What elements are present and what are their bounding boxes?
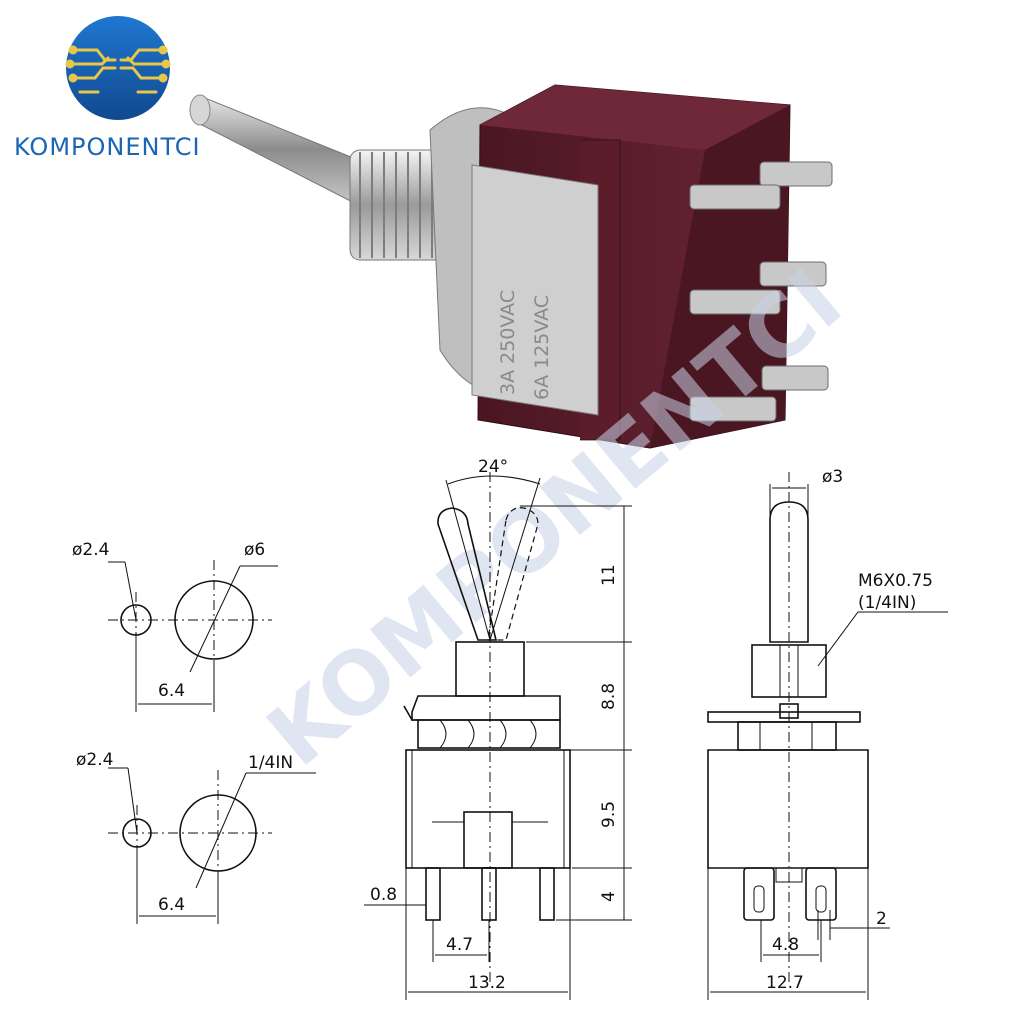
front-body xyxy=(405,749,571,869)
large-hole xyxy=(179,794,257,872)
panel-hole-top: ø2.4 ø6 6.4 xyxy=(72,540,278,712)
solder-terminals xyxy=(689,161,833,422)
circuit-icon xyxy=(65,45,171,94)
small-hole xyxy=(120,604,152,636)
rating-stamp-line1: 3A 250VAC xyxy=(497,290,519,395)
dim-lever-diameter: ø3 xyxy=(822,467,843,487)
thread-spec-imperial: (1/4IN) xyxy=(858,593,916,613)
side-body xyxy=(707,749,869,869)
dim-pin-width: 0.8 xyxy=(370,885,397,905)
large-hole-label: 1/4IN xyxy=(248,753,293,773)
lever-outline xyxy=(769,501,809,643)
brand-logo: KOMPONENTCI xyxy=(14,16,201,161)
hole-spacing-label: 6.4 xyxy=(158,895,185,915)
dim-body-width: 12.7 xyxy=(766,973,804,993)
dim-pin-pitch: 4.7 xyxy=(446,935,473,955)
hole-spacing-label: 6.4 xyxy=(158,681,185,701)
dim-lever-height: 11 xyxy=(599,564,619,586)
dim-pin-length: 4 xyxy=(599,891,619,902)
angle-label: 24° xyxy=(478,457,508,477)
dim-pin-gap: 2 xyxy=(876,909,887,929)
lever-alt-position xyxy=(487,507,539,641)
switch-photo: 3A 250VAC 6A 125VAC xyxy=(189,84,833,449)
small-hole-label: ø2.4 xyxy=(76,750,113,770)
small-hole-label: ø2.4 xyxy=(72,540,109,560)
large-hole xyxy=(174,580,254,660)
large-hole-label: ø6 xyxy=(244,540,265,560)
brand-name: KOMPONENTCI xyxy=(14,133,201,161)
dim-body-width: 13.2 xyxy=(468,973,506,993)
dim-body-height: 9.5 xyxy=(599,801,619,828)
metal-bracket: 3A 250VAC 6A 125VAC xyxy=(471,164,599,416)
rating-stamp-line2: 6A 125VAC xyxy=(531,295,553,400)
side-view-drawing: ø3 M6X0.75 (1/4IN) 2 4.8 12.7 xyxy=(707,467,948,1000)
small-hole xyxy=(122,818,152,848)
globe-icon xyxy=(66,16,170,120)
thread-spec: M6X0.75 xyxy=(858,571,933,591)
panel-hole-bottom: ø2.4 1/4IN 6.4 xyxy=(76,750,316,924)
front-view-drawing: 24° 11 8.8 9.5 4 0.8 4.7 xyxy=(364,457,632,1000)
dim-bushing-height: 8.8 xyxy=(599,683,619,710)
dim-pin-pitch: 4.8 xyxy=(772,935,799,955)
